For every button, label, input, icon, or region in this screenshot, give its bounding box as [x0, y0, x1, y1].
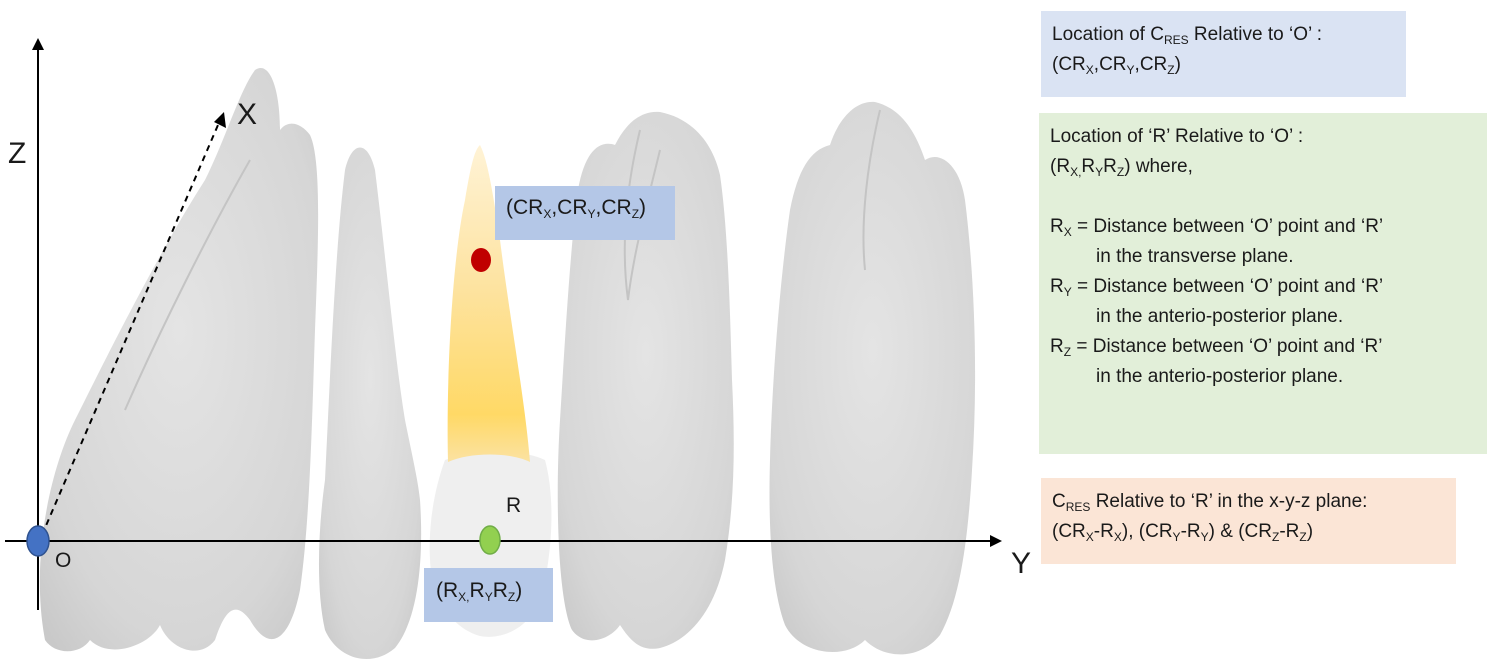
cres-coordinate-tag: (CRX,CRY,CRZ) — [495, 186, 675, 240]
molar-left — [39, 68, 319, 652]
definition-rx: RX = Distance between ‘O’ point and ‘R’ — [1050, 216, 1384, 239]
panel-line: (RX,RYRZ) where, — [1050, 156, 1193, 179]
relative-position-panel: CRES Relative to ‘R’ in the x-y-z plane:… — [1041, 478, 1456, 564]
r-location-panel: Location of ‘R’ Relative to ‘O’ : (RX,RY… — [1039, 113, 1487, 454]
tag-text: ,CR — [551, 196, 588, 219]
definition-rz-cont: in the anterio-posterior plane. — [1096, 366, 1344, 387]
x-axis-arrowhead — [214, 112, 226, 128]
r-coordinate-tag: (RX,RYRZ) — [424, 568, 553, 622]
tag-text: ,CR — [595, 196, 632, 219]
tag-text: R — [469, 579, 485, 602]
tag-sub: Y — [484, 590, 493, 604]
y-axis-label: Y — [1011, 547, 1032, 580]
tag-text: (R — [436, 579, 459, 602]
z-axis-label: Z — [8, 137, 27, 170]
definition-rx-cont: in the transverse plane. — [1096, 246, 1294, 267]
definition-rz: RZ = Distance between ‘O’ point and ‘R’ — [1050, 336, 1383, 359]
x-axis — [41, 117, 222, 536]
premolar-right — [557, 111, 734, 649]
cres-location-panel: Location of CRES Relative to ‘O’ : (CRX,… — [1041, 11, 1406, 97]
origin-point — [26, 525, 50, 557]
canine-root — [447, 145, 530, 462]
tag-sub: Z — [507, 590, 516, 604]
panel-line: CRES Relative to ‘R’ in the x-y-z plane: — [1052, 491, 1368, 514]
molar-right — [769, 101, 976, 655]
molar-left-furrow — [124, 159, 251, 411]
panel-title: Location of ‘R’ Relative to ‘O’ : — [1050, 126, 1304, 147]
definition-ry-cont: in the anterio-posterior plane. — [1096, 306, 1344, 327]
tag-text: ) — [515, 579, 523, 602]
origin-label: O — [55, 549, 72, 572]
molar-right-furrow — [862, 109, 881, 271]
spacer — [1050, 182, 1476, 212]
panel-line: (CRX-RX), (CRY-RY) & (CRZ-RZ) — [1052, 521, 1314, 544]
reference-point — [479, 525, 501, 555]
teeth-silhouettes — [39, 68, 976, 660]
tag-text: (CR — [506, 196, 544, 219]
tag-text: R — [492, 579, 508, 602]
tag-sub: Y — [587, 207, 596, 221]
definition-ry: RY = Distance between ‘O’ point and ‘R’ — [1050, 276, 1384, 299]
cres-point — [471, 248, 491, 272]
x-axis-label: X — [237, 98, 258, 131]
tag-sub: X — [543, 207, 552, 221]
panel-line: (CRX,CRY,CRZ) — [1052, 54, 1181, 77]
tag-sub: Z — [631, 207, 640, 221]
reference-label: R — [506, 494, 522, 517]
panel-line: Location of CRES Relative to ‘O’ : — [1052, 24, 1323, 47]
tag-text: ) — [639, 196, 647, 219]
tag-sub: X, — [458, 590, 470, 604]
premolar-left — [318, 147, 422, 660]
